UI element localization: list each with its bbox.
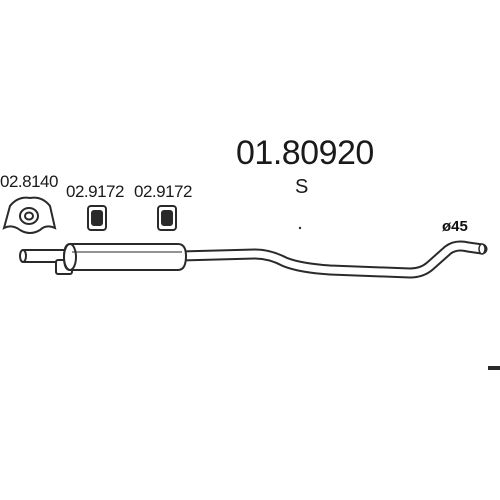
middle-silencer (62, 243, 188, 271)
part-number: 01.80920 (236, 134, 374, 172)
part-suffix: S (295, 176, 309, 198)
accessory-label-mount-a: 02.9172 (66, 182, 124, 201)
dot-mark (298, 226, 302, 230)
rubber-mount-02-9172-a (87, 205, 107, 231)
exhaust-pipe (174, 240, 488, 279)
diameter-label: ø45 (442, 218, 468, 235)
accessory-label-gasket: 02.8140 (0, 172, 58, 191)
pipe-hanger (488, 366, 500, 370)
gasket-02-8140 (2, 196, 57, 234)
rubber-mount-02-9172-b (157, 205, 177, 231)
accessory-label-mount-b: 02.9172 (134, 182, 192, 201)
